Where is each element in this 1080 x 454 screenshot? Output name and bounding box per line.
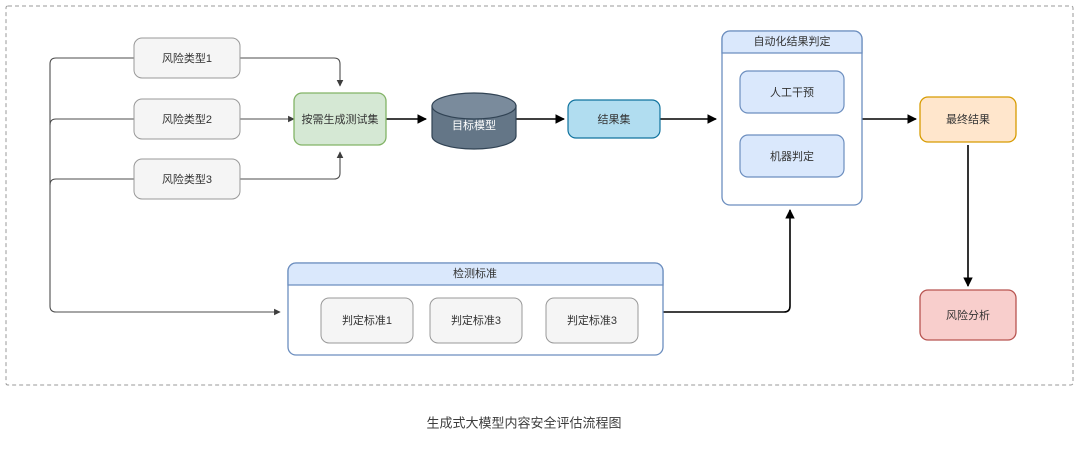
node-manual-intervention[interactable]: 人工干预 <box>739 70 845 114</box>
edge-layer <box>49 57 973 316</box>
edge-risk3-spine <box>49 178 134 186</box>
target-model-top <box>431 92 517 120</box>
risk-analysis-box[interactable] <box>919 289 1017 341</box>
manual-intervention-box[interactable] <box>739 70 845 114</box>
result-set-box[interactable] <box>567 99 661 139</box>
criterion-2-box[interactable] <box>429 297 523 344</box>
generate-testset-box[interactable] <box>293 92 387 146</box>
node-risk-type-2[interactable]: 风险类型2 <box>133 98 241 140</box>
final-result-box[interactable] <box>919 96 1017 143</box>
node-risk-analysis[interactable]: 风险分析 <box>919 289 1017 341</box>
node-result-set[interactable]: 结果集 <box>567 99 661 139</box>
figure-caption: 生成式大模型内容安全评估流程图 <box>426 415 621 430</box>
criterion-1-box[interactable] <box>320 297 414 344</box>
detection-standard-header <box>287 262 664 286</box>
auto-decision-body <box>721 30 863 206</box>
risk-type-1-box[interactable] <box>133 37 241 79</box>
risk-type-3-box[interactable] <box>133 158 241 200</box>
node-criterion-3[interactable]: 判定标准3 <box>545 297 639 344</box>
edge-risk2-spine <box>49 118 134 126</box>
node-criterion-1[interactable]: 判定标准1 <box>320 297 414 344</box>
dashed-boundary <box>5 5 1074 386</box>
edge-risk3-to-generate <box>240 151 344 180</box>
node-final-result[interactable]: 最终结果 <box>919 96 1017 143</box>
node-criterion-2[interactable]: 判定标准3 <box>429 297 523 344</box>
group-auto-decision[interactable]: 自动化结果判定 人工干预 机器判定 <box>721 30 863 206</box>
node-generate-testset[interactable]: 按需生成测试集 <box>293 92 387 146</box>
edge-risk1-to-generate <box>240 57 344 87</box>
criterion-3-box[interactable] <box>545 297 639 344</box>
auto-decision-title: 自动化结果判定 <box>754 34 831 48</box>
node-target-model[interactable]: 目标模型 <box>431 92 517 150</box>
detection-standard-title: 检测标准 <box>453 266 497 280</box>
node-risk-type-3[interactable]: 风险类型3 <box>133 158 241 200</box>
risk-type-2-box[interactable] <box>133 98 241 140</box>
edge-standard-to-auto <box>663 209 795 313</box>
group-detection-standard[interactable]: 检测标准 判定标准1 判定标准3 判定标准3 <box>287 262 664 356</box>
node-risk-type-1[interactable]: 风险类型1 <box>133 37 241 79</box>
auto-decision-header <box>721 30 863 54</box>
node-machine-decision[interactable]: 机器判定 <box>739 134 845 178</box>
machine-decision-box[interactable] <box>739 134 845 178</box>
